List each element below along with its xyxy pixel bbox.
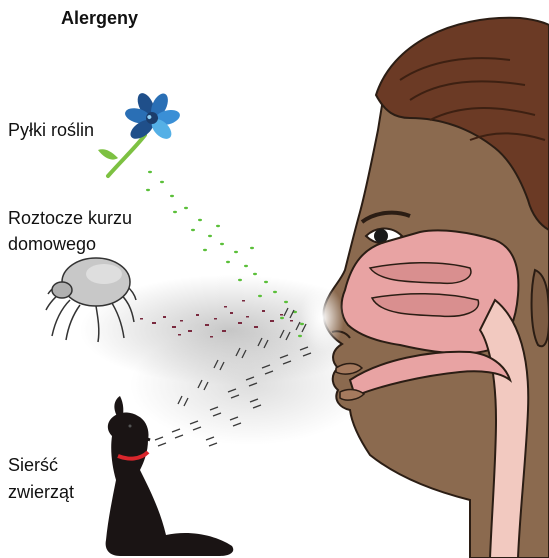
dust-mite-label-line1: Roztocze kurzu (8, 206, 132, 230)
dander-label-line1: Sierść (8, 453, 58, 477)
dander-label-line2: zwierząt (8, 480, 74, 504)
diagram-title: Alergeny (61, 6, 138, 30)
inhale-glow (300, 284, 344, 352)
flower-icon (98, 82, 189, 176)
pollen-label: Pyłki roślin (8, 118, 94, 142)
human-head (324, 18, 549, 558)
dust-mite-label-line2: domowego (8, 232, 96, 256)
